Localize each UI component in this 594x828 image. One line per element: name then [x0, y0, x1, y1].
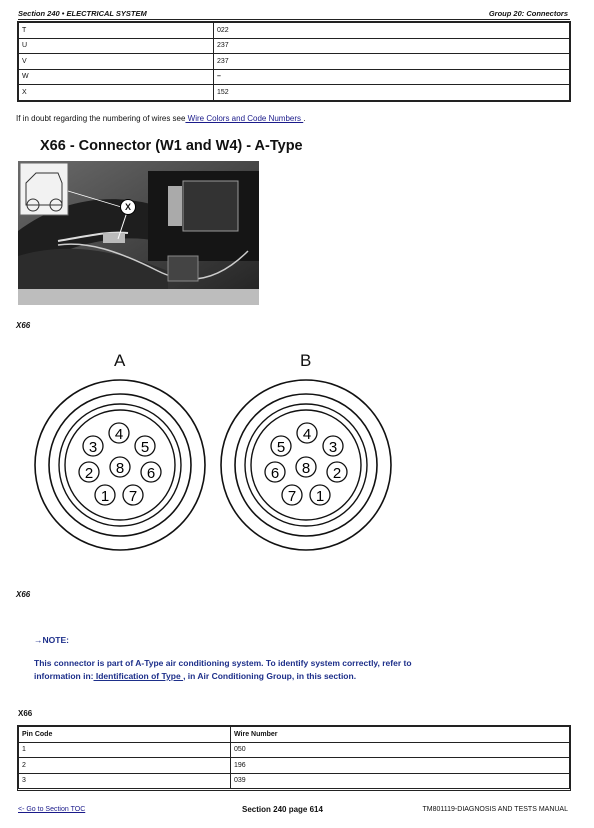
- manual-title: TM801119-DIAGNOSIS AND TESTS MANUAL: [422, 806, 569, 813]
- table-header-row: Pin Code Wire Number: [18, 726, 570, 743]
- connector-a-pin-1: 1: [101, 488, 109, 505]
- pin-table-title: X66: [18, 709, 33, 718]
- note-line-1: This connector is part of A-Type air con…: [34, 658, 412, 668]
- connector-b-label: B: [300, 351, 312, 370]
- note-line-2-prefix: information in:: [34, 671, 94, 681]
- doubt-suffix: .: [303, 114, 306, 123]
- wire-doubt-text: If in doubt regarding the numbering of w…: [16, 114, 306, 123]
- wire-cell: 196: [230, 757, 570, 774]
- go-to-section-toc-link[interactable]: <- Go to Section TOC: [18, 806, 86, 813]
- column-header-pin-code: Pin Code: [18, 726, 231, 743]
- connector-a-pin-3: 3: [89, 439, 97, 456]
- page-number: Section 240 page 614: [242, 805, 323, 814]
- table-row: W–: [18, 68, 570, 85]
- connector-diagram: 4 3 5 2 8 6 1 7 4 5 3 6 8 2 7 1: [34, 379, 392, 551]
- pin-cell: 1: [18, 741, 231, 758]
- connector-b-pin-8: 8: [302, 460, 310, 477]
- connector-b-pin-4: 4: [303, 426, 311, 443]
- connector-a-pin-8: 8: [116, 460, 124, 477]
- pin-cell: V: [18, 53, 214, 70]
- pin-cell: 3: [18, 772, 231, 789]
- connector-b-pin-6: 6: [271, 465, 279, 482]
- connector-b-pin-7: 7: [288, 488, 296, 505]
- pin-cell: T: [18, 22, 214, 39]
- pin-cell: W: [18, 68, 214, 85]
- photo-caption: X66: [16, 321, 31, 330]
- note-line-2: information in: Identification of Type ,…: [34, 670, 554, 683]
- connector-a-pin-5: 5: [141, 439, 149, 456]
- identification-of-type-link[interactable]: Identification of Type: [93, 671, 184, 681]
- photo-illustration: [18, 161, 259, 305]
- wire-cell: 152: [213, 84, 570, 101]
- connector-a-pin-2: 2: [85, 465, 93, 482]
- wire-cell: 237: [213, 53, 570, 70]
- connector-b-pin-2: 2: [333, 465, 341, 482]
- note-line-2-suffix: , in Air Conditioning Group, in this sec…: [183, 671, 357, 681]
- pin-cell: U: [18, 37, 214, 54]
- callout-x: X: [120, 199, 136, 215]
- connector-a-label: A: [114, 351, 126, 370]
- connector-b-pin-3: 3: [329, 439, 337, 456]
- wire-cell: –: [213, 68, 570, 85]
- connector-b-pin-5: 5: [277, 439, 285, 456]
- connector-a-pin-4: 4: [115, 426, 123, 443]
- diagram-caption: X66: [16, 590, 31, 599]
- header-group-title: Group 20: Connectors: [488, 9, 568, 18]
- wire-cell: 039: [230, 772, 570, 789]
- header-section-title: Section 240 • ELECTRICAL SYSTEM: [18, 9, 147, 18]
- pin-cell: X: [18, 84, 214, 101]
- doubt-prefix: If in doubt regarding the numbering of w…: [16, 114, 186, 123]
- connector-a: 4 3 5 2 8 6 1 7: [34, 379, 206, 551]
- pin-cell: 2: [18, 757, 231, 774]
- connector-b-pin-1: 1: [316, 488, 324, 505]
- connector-location-photo: X: [18, 161, 259, 305]
- wire-cell: 237: [213, 37, 570, 54]
- column-header-wire-number: Wire Number: [230, 726, 570, 743]
- wire-colors-link[interactable]: Wire Colors and Code Numbers: [185, 114, 304, 123]
- wire-cell: 022: [213, 22, 570, 39]
- connector-a-pin-6: 6: [147, 465, 155, 482]
- section-heading: X66 - Connector (W1 and W4) - A-Type: [40, 138, 303, 154]
- header-divider: [18, 19, 570, 20]
- note-title: →NOTE:: [34, 635, 69, 645]
- wire-cell: 050: [230, 741, 570, 758]
- connector-b: 4 5 3 6 8 2 7 1: [220, 379, 392, 551]
- connector-a-pin-7: 7: [129, 488, 137, 505]
- note-body: This connector is part of A-Type air con…: [34, 657, 554, 683]
